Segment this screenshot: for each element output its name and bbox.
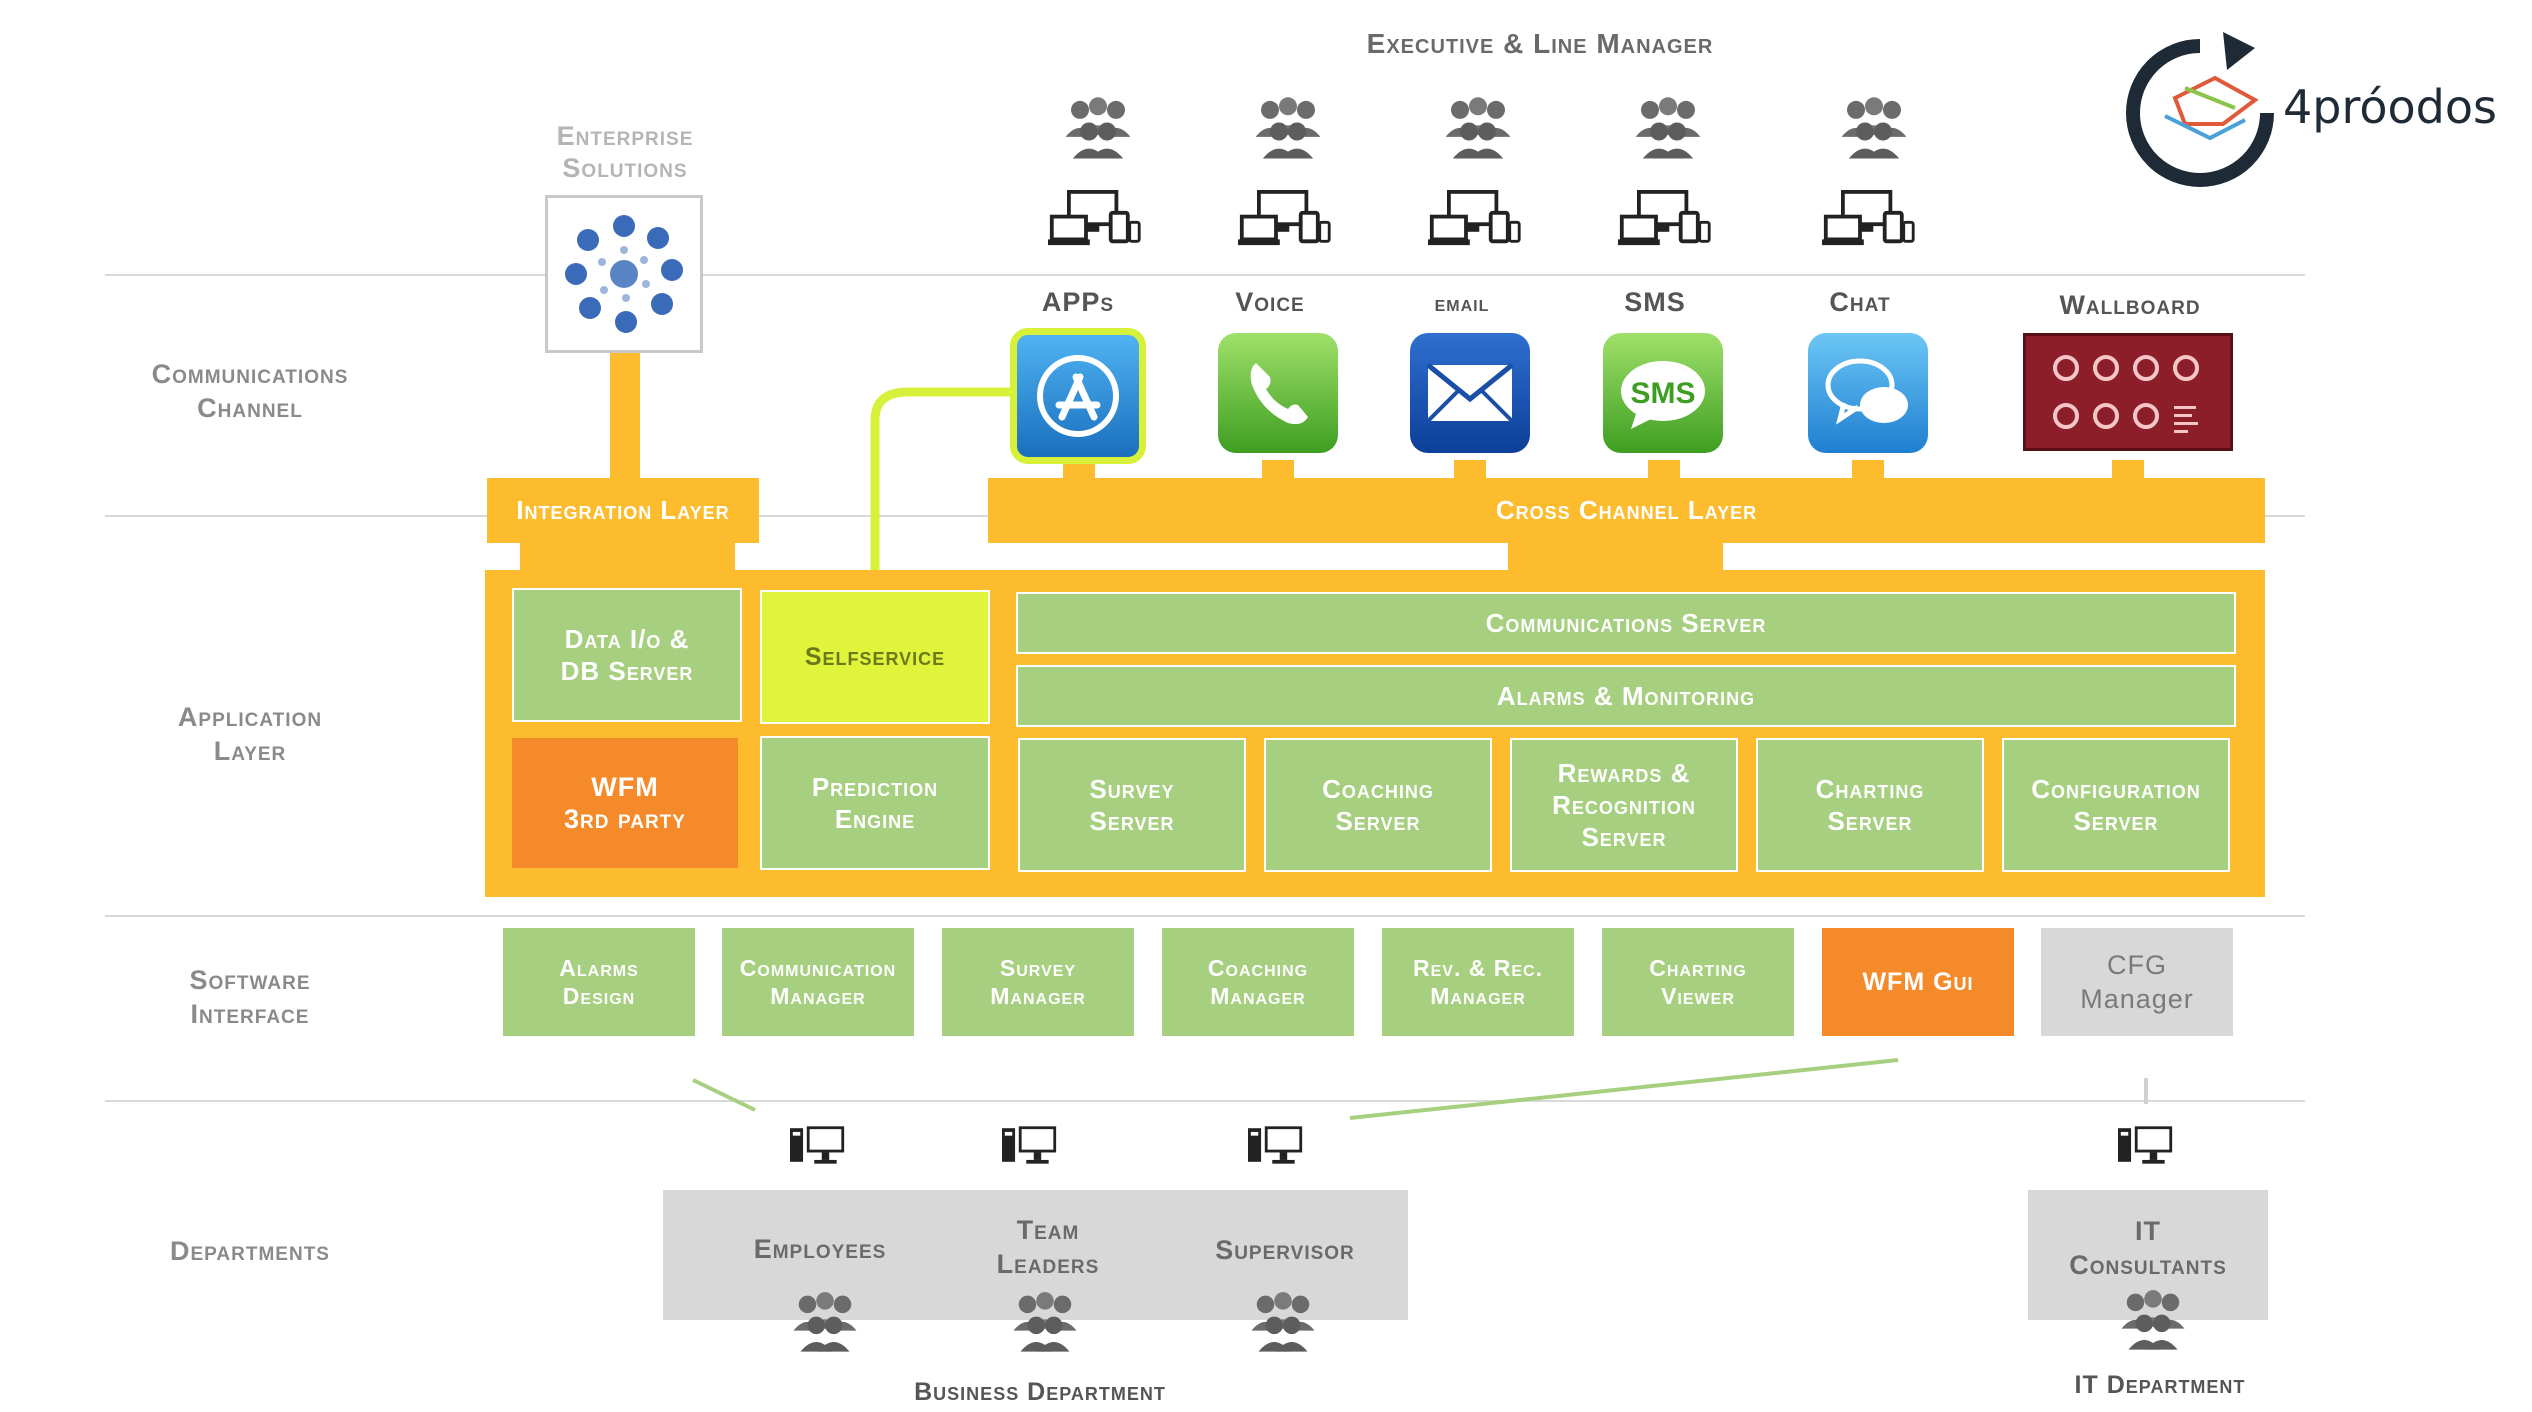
selfservice-connector-line <box>870 387 1020 590</box>
separator-line <box>105 1100 2305 1102</box>
cross-channel-connector <box>1508 543 1723 573</box>
wfm-gui: WFM Gui <box>1822 928 2014 1036</box>
logo-cycle-icon <box>2126 32 2274 187</box>
chat-icon <box>1808 333 1928 453</box>
sms-icon: SMS <box>1603 333 1723 453</box>
company-logo: 4próodos <box>2115 28 2515 198</box>
channel-label-wallboard: Wallboard <box>2059 290 2201 320</box>
business-department-label: Business Department <box>914 1378 1166 1406</box>
diagram-title: Executive & Line Manager <box>1366 28 1714 59</box>
cross-channel-layer: Cross Channel Layer <box>988 478 2265 543</box>
channel-label-voice: Voice <box>1235 287 1305 317</box>
computer-icon <box>1248 1124 1304 1166</box>
svg-text:SMS: SMS <box>1630 377 1695 410</box>
computer-icon <box>2118 1124 2174 1166</box>
rev-rec-manager: Rev. & Rec.Manager <box>1382 928 1574 1036</box>
communications-server: Communications Server <box>1016 592 2236 654</box>
people-icon <box>1248 1290 1318 1352</box>
network-diagram-icon <box>565 215 683 333</box>
mail-icon <box>1410 333 1530 453</box>
channel-connector <box>1063 464 1095 482</box>
integration-connector <box>520 543 735 573</box>
app-store-icon <box>1010 328 1146 464</box>
people-icon <box>2118 1288 2188 1350</box>
it-department-label: IT Department <box>2074 1371 2246 1399</box>
computer-icon <box>790 1124 846 1166</box>
channel-label-email: email <box>1434 290 1490 316</box>
logo-text: 4próodos <box>2283 80 2497 134</box>
channel-connector <box>1454 460 1486 482</box>
data-io-db-server: Data I/o &DB Server <box>512 588 742 722</box>
computer-icon <box>1002 1124 1058 1166</box>
phone-icon <box>1218 333 1338 453</box>
people-icon <box>1010 1290 1080 1352</box>
channel-label-apps: APPs <box>1041 287 1115 317</box>
channel-label-sms: SMS <box>1624 287 1686 317</box>
integration-layer: Integration Layer <box>487 478 759 543</box>
channel-connector <box>1648 460 1680 482</box>
people-icon <box>790 1290 860 1352</box>
channel-connector <box>1262 460 1294 482</box>
channel-label-chat: Chat <box>1829 287 1891 317</box>
separator-line <box>105 915 2305 917</box>
separator-line <box>105 274 2305 276</box>
row-label-departments: Departments <box>170 1236 330 1266</box>
channel-connector <box>1852 460 1884 482</box>
wallboard-icon <box>2023 333 2233 451</box>
supervisor-label: Supervisor <box>1215 1235 1355 1265</box>
enterprise-solutions-image <box>545 195 703 353</box>
alarms-monitoring: Alarms & Monitoring <box>1016 665 2236 727</box>
channel-connector <box>2112 460 2144 482</box>
employees-label: Employees <box>753 1234 887 1264</box>
selfservice-box: Selfservice <box>760 590 990 724</box>
enterprise-connector <box>610 353 640 478</box>
